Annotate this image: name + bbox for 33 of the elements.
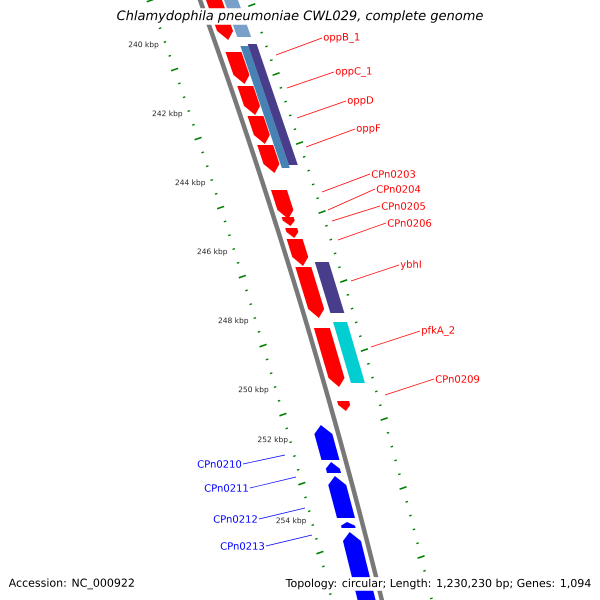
gene-label: CPn0213: [220, 542, 264, 550]
leader-line: [286, 72, 334, 88]
leader-line: [306, 128, 356, 148]
gene-label: CPn0203: [372, 170, 416, 178]
leader-line: [338, 222, 386, 240]
gene-label: oppF: [356, 124, 380, 134]
gene-label: CPn0205: [382, 202, 425, 210]
gene-label: CPn0210: [198, 460, 242, 468]
leader-line: [350, 264, 400, 282]
leader-line: [250, 476, 296, 488]
leader-line: [266, 534, 312, 546]
gene-label: oppC_1: [336, 67, 372, 77]
leader-line: [370, 330, 420, 348]
gene-label: CPn0204: [376, 185, 420, 193]
gene-label: CPn0209: [436, 375, 480, 383]
gene-label: CPn0206: [388, 219, 432, 227]
gene-label: pfkA_2: [422, 326, 454, 336]
leader-line: [332, 206, 380, 222]
gene-label: CPn0212: [214, 515, 257, 523]
leader-line: [258, 508, 306, 520]
leader-line: [242, 454, 286, 464]
leader-line: [384, 378, 434, 396]
leader-line: [296, 100, 346, 118]
accession-text: Accession: NC_000922: [7, 576, 136, 591]
leader-line: [328, 188, 376, 210]
title: Chlamydophila pneumoniae CWL029, complete genome: [114, 8, 486, 25]
gene-label: oppD: [348, 96, 374, 106]
leader-line: [322, 174, 370, 192]
gene-label: oppB_1: [324, 33, 360, 43]
gene-label: ybhI: [400, 260, 421, 270]
genome-info-text: Topology: circular; Length: 1,230,230 bp; Genes: 1,094: [284, 577, 593, 591]
gene-label: CPn0211: [204, 484, 248, 492]
leader-line: [276, 38, 322, 56]
